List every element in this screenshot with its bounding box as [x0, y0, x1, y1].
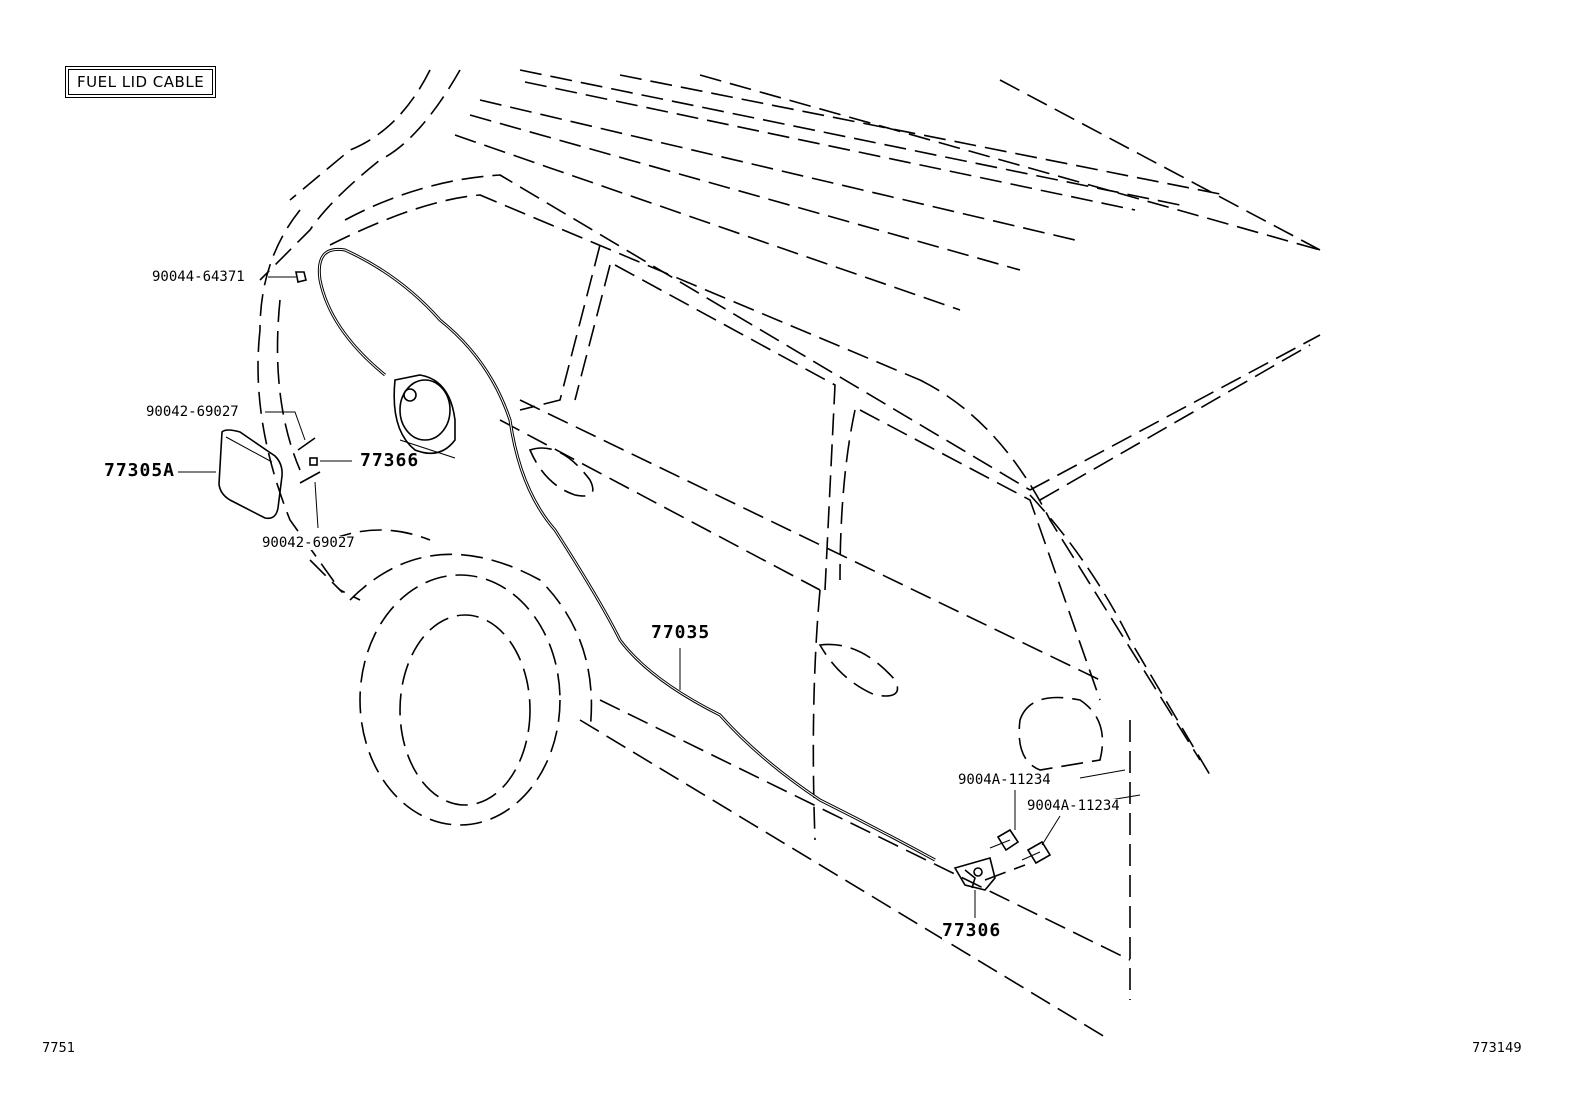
- part-label-cable: 77035: [651, 622, 711, 643]
- rear-wheel: [349, 553, 593, 826]
- roof-rails: [454, 69, 1321, 311]
- diagram-title: FUEL LID CABLE: [68, 69, 214, 95]
- part-label-bolt-upper: 9004A-11234: [958, 772, 1051, 788]
- fuel-lid-part: [218, 429, 283, 520]
- bolts: [989, 828, 1052, 865]
- door-handles: [528, 447, 899, 697]
- small-fasteners: [295, 271, 321, 484]
- side-mirror: [1018, 696, 1104, 771]
- release-cable: [317, 247, 936, 862]
- body-upper: [259, 69, 1321, 776]
- part-label-screw-lower: 90042-69027: [262, 535, 355, 551]
- part-label-spring: 77366: [360, 450, 420, 471]
- fuel-filler-housing: [393, 374, 456, 459]
- part-label-fuel-lid: 77305A: [104, 460, 176, 481]
- lever-assembly: [953, 857, 1026, 891]
- part-label-lever: 77306: [942, 920, 1002, 941]
- part-label-bolt-lower: 9004A-11234: [1027, 798, 1120, 814]
- corner-code-left: 7751: [42, 1041, 76, 1056]
- corner-code-right: 773149: [1472, 1041, 1522, 1056]
- part-label-clamp: 90044-64371: [152, 269, 245, 285]
- leader-lines: [178, 276, 1141, 918]
- part-label-screw-upper: 90042-69027: [146, 404, 239, 420]
- doors-and-windows: [499, 244, 1131, 1041]
